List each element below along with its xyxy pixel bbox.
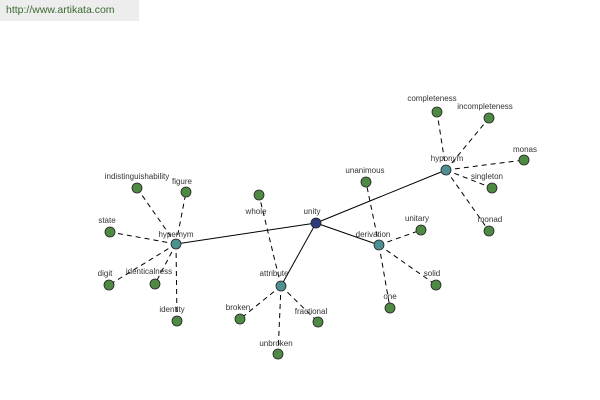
edge-hyponym-completeness (436, 111, 447, 171)
node-monad[interactable] (483, 225, 495, 237)
edge-hyponym-monad (445, 169, 490, 232)
edge-unity-hyponym (315, 169, 447, 224)
node-state[interactable] (104, 226, 116, 238)
site-url-banner[interactable]: http://www.artikata.com (0, 0, 139, 21)
edge-unity-derivation (315, 222, 380, 246)
edge-hyponym-incompleteness (445, 117, 490, 171)
node-fractional[interactable] (312, 316, 324, 328)
label-digit[interactable]: digit (98, 269, 113, 278)
edge-unity-attribute (280, 222, 317, 287)
edge-hypernym-state (109, 231, 177, 245)
label-hypernym[interactable]: hypernym (158, 230, 193, 239)
edge-hypernym-indistinguishability (136, 187, 177, 245)
edges-layer (108, 111, 525, 355)
nodes-layer (103, 106, 530, 360)
label-hyponym[interactable]: hyponym (431, 154, 464, 163)
edge-derivation-one (378, 244, 391, 309)
label-unity[interactable]: unity (304, 207, 321, 216)
label-fractional[interactable]: fractional (295, 307, 328, 316)
label-solid[interactable]: solid (424, 269, 440, 278)
edge-attribute-unbroken (277, 285, 282, 355)
label-figure[interactable]: figure (172, 177, 193, 186)
node-solid[interactable] (430, 279, 442, 291)
edge-unity-hypernym (175, 222, 317, 245)
node-attribute[interactable] (275, 280, 287, 292)
node-unity[interactable] (310, 217, 322, 229)
edge-derivation-unanimous (365, 181, 380, 246)
node-singleton[interactable] (486, 182, 498, 194)
label-monas[interactable]: monas (513, 145, 537, 154)
edge-hypernym-digit (108, 243, 177, 286)
label-attribute[interactable]: attribute (260, 269, 289, 278)
label-broken[interactable]: broken (226, 303, 250, 312)
site-url-link[interactable]: http://www.artikata.com (6, 4, 115, 16)
edge-hyponym-monas (445, 159, 525, 171)
label-completeness[interactable]: completeness (407, 94, 456, 103)
edge-derivation-unitary (378, 229, 422, 246)
node-digit[interactable] (103, 279, 115, 291)
node-one[interactable] (384, 302, 396, 314)
node-unitary[interactable] (415, 224, 427, 236)
edge-attribute-whole (258, 194, 282, 287)
node-identicalness[interactable] (149, 278, 161, 290)
node-whole[interactable] (253, 189, 265, 201)
node-hypernym[interactable] (170, 238, 182, 250)
label-unanimous[interactable]: unanimous (345, 166, 384, 175)
node-completeness[interactable] (431, 106, 443, 118)
label-state[interactable]: state (98, 216, 116, 225)
node-unanimous[interactable] (360, 176, 372, 188)
label-incompleteness[interactable]: incompleteness (457, 102, 513, 111)
label-one[interactable]: one (383, 292, 397, 301)
edge-attribute-fractional (280, 285, 319, 323)
node-figure[interactable] (180, 186, 192, 198)
node-broken[interactable] (234, 313, 246, 325)
label-unitary[interactable]: unitary (405, 214, 429, 223)
label-whole[interactable]: whole (245, 207, 267, 216)
node-indistinguishability[interactable] (131, 182, 143, 194)
node-hyponym[interactable] (440, 164, 452, 176)
label-indistinguishability[interactable]: indistinguishability (105, 172, 169, 181)
node-derivation[interactable] (373, 239, 385, 251)
edge-hypernym-identicalness (154, 243, 177, 285)
node-incompleteness[interactable] (483, 112, 495, 124)
edge-hypernym-identity (175, 243, 178, 322)
label-derivation[interactable]: derivation (356, 230, 391, 239)
label-singleton[interactable]: singleton (471, 172, 503, 181)
node-unbroken[interactable] (272, 348, 284, 360)
node-identity[interactable] (171, 315, 183, 327)
label-monad[interactable]: monad (478, 215, 502, 224)
edge-derivation-solid (378, 244, 437, 286)
label-unbroken[interactable]: unbroken (259, 339, 292, 348)
node-monas[interactable] (518, 154, 530, 166)
label-identicalness[interactable]: identicalness (126, 267, 172, 276)
label-identity[interactable]: identity (159, 305, 184, 314)
